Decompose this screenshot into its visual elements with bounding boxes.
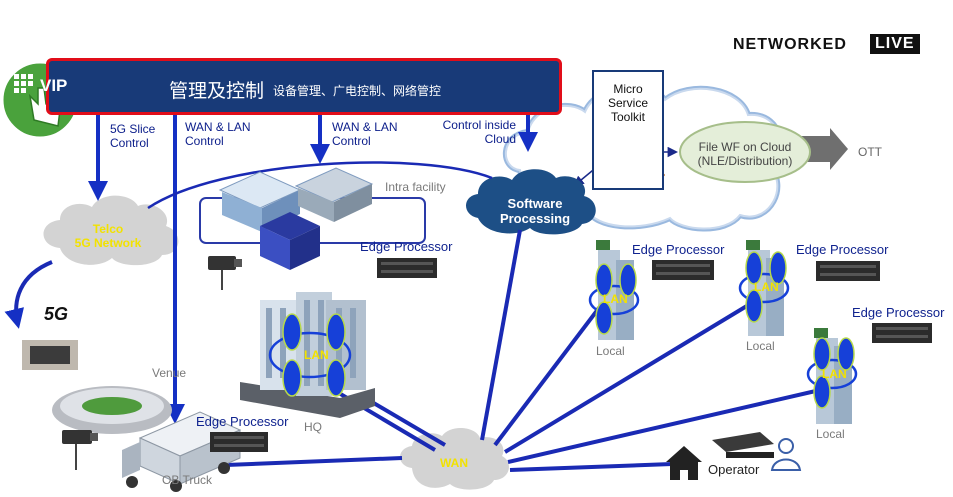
edge-rack-local3 xyxy=(872,323,932,343)
ob-truck-label: OB Truck xyxy=(162,473,213,487)
camera-facility xyxy=(208,256,242,290)
telco-to-5g-arrow xyxy=(4,260,53,329)
file-wf-label: File WF on Cloud(NLE/Distribution) xyxy=(697,140,793,168)
local2-label: Local xyxy=(746,339,775,353)
operator-console-icon xyxy=(712,432,774,458)
ott-label: OTT xyxy=(858,145,882,159)
wan-link-sp xyxy=(480,229,522,441)
facility-studio-illustration xyxy=(218,167,374,270)
wan-link-local1 xyxy=(493,298,607,447)
wan-link-operator xyxy=(509,462,673,472)
local3-edge-label: Edge Processor xyxy=(852,305,945,320)
operator-house-icon xyxy=(666,446,702,480)
local1-lan-ring xyxy=(588,284,640,316)
lan-rings xyxy=(268,272,858,390)
telco-to-sp-curve xyxy=(147,161,493,210)
control-subtitle: 设备管理、广电控制、网络管控 xyxy=(273,84,442,98)
wms-label: WMS xyxy=(619,143,646,155)
edge-rack-local2 xyxy=(816,261,880,281)
truck-edge-label: Edge Processor xyxy=(196,414,289,429)
local1-lan-label: LAN xyxy=(603,292,628,306)
local1-edge-label: Edge Processor xyxy=(632,242,725,257)
local3-lan-ring xyxy=(806,358,858,390)
5g-badge: 5G xyxy=(44,304,69,324)
control-banner: 管理及控制 设备管理、广电控制、网络管控 xyxy=(46,58,562,115)
control-title: 管理及控制 xyxy=(169,81,265,102)
file-wf-ellipse xyxy=(679,121,811,183)
hq-lan-label: LAN xyxy=(304,348,329,362)
wan-link-local2 xyxy=(503,296,762,454)
software-processing-cloud xyxy=(466,169,596,235)
operator-person-icon xyxy=(770,438,802,471)
local3-lan-label: LAN xyxy=(822,367,847,381)
hq-label: HQ xyxy=(304,420,322,434)
edge-rack-local1 xyxy=(652,260,714,280)
facility-edge-label: Edge Processor xyxy=(360,239,453,254)
brand-suffix: LIVE xyxy=(870,34,920,54)
wan-link-local3 xyxy=(507,388,821,464)
local1-label: Local xyxy=(596,344,625,358)
wan-link-truck xyxy=(199,456,403,468)
control-arrows xyxy=(88,112,538,424)
intra-facility-label: Intra facility xyxy=(385,180,446,194)
lan-nodes xyxy=(282,251,855,409)
local2-edge-label: Edge Processor xyxy=(796,242,889,257)
hq-lan-ring xyxy=(268,331,352,379)
camera-5g xyxy=(22,340,78,370)
venue-label: Venue xyxy=(152,366,187,380)
vip-logo-text: VIP xyxy=(40,76,68,95)
brand-logo: NETWORKED LIVE xyxy=(726,31,940,62)
wan-label: WAN xyxy=(440,456,468,470)
camera-venue xyxy=(62,430,98,470)
venue-stadium xyxy=(52,386,172,434)
local2-lan-label: LAN xyxy=(754,280,779,294)
edge-rack-truck xyxy=(210,432,268,452)
local2-lan-ring xyxy=(738,272,790,304)
telco-cloud xyxy=(43,195,179,266)
brand-prefix: NETWORKED xyxy=(733,36,847,53)
cms-label: CMS xyxy=(632,168,657,180)
local3-label: Local xyxy=(816,427,845,441)
micro-service-toolkit: Micro Service Toolkit xyxy=(592,70,664,190)
operator-label: Operator xyxy=(708,462,760,477)
ims-label: IMS xyxy=(605,168,625,180)
edge-rack-facility xyxy=(377,258,437,278)
